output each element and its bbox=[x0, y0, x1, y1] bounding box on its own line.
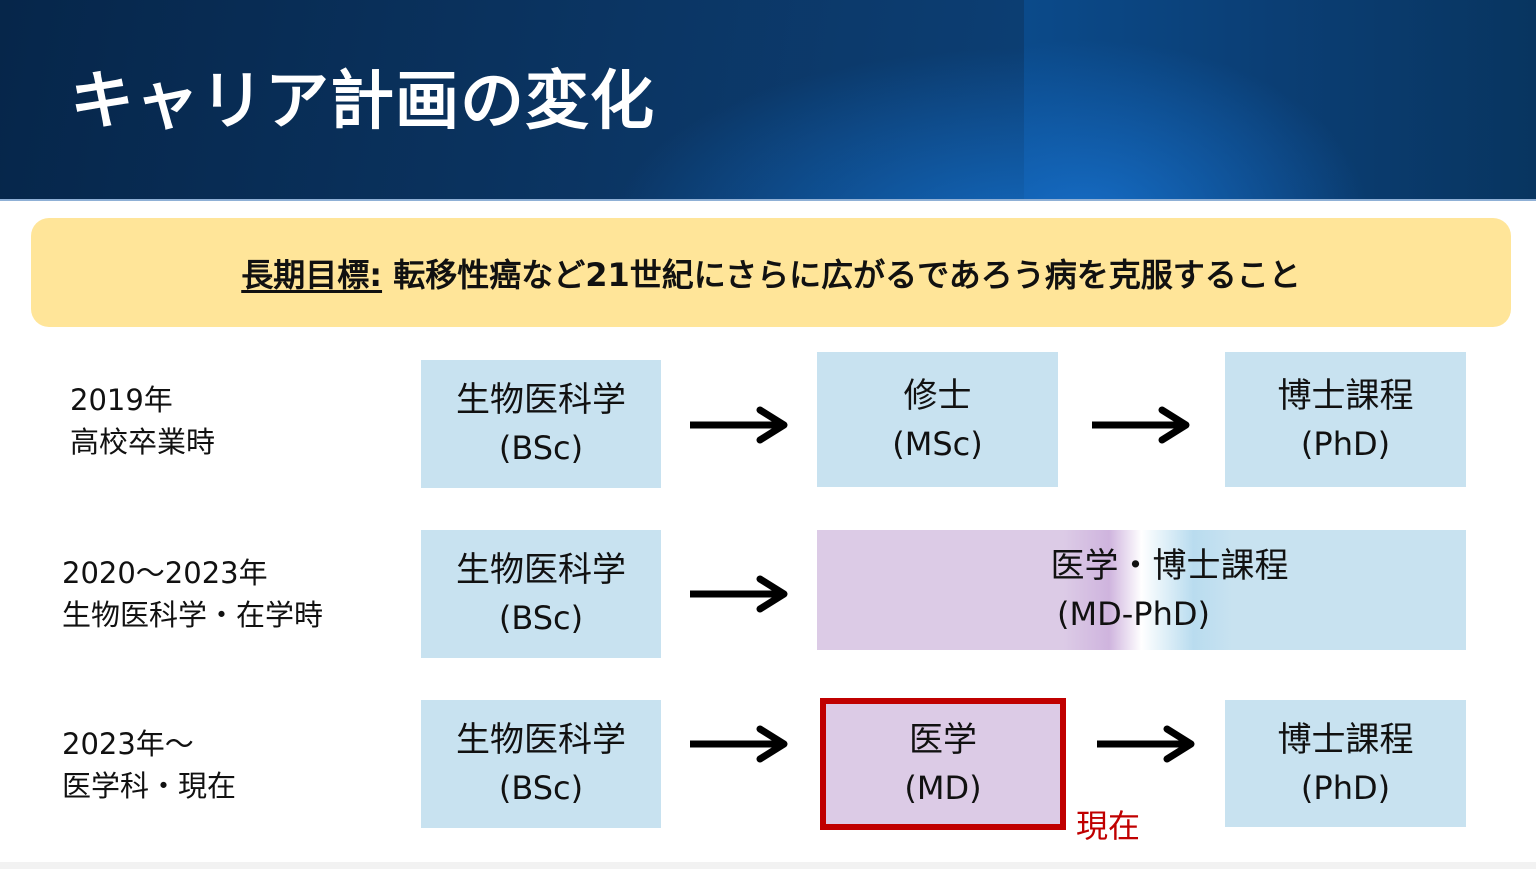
step-abbr: (PhD) bbox=[1300, 424, 1391, 463]
arrow-right-icon bbox=[690, 725, 788, 763]
row-label-stage: 生物医科学・在学時 bbox=[62, 598, 324, 632]
step-title: 博士課程 bbox=[1277, 719, 1414, 760]
step-title: 医学 bbox=[909, 720, 977, 760]
step-bsc: 生物医科学 (BSc) bbox=[421, 530, 661, 658]
step-title: 博士課程 bbox=[1277, 375, 1414, 416]
arrow-right-icon bbox=[690, 575, 788, 613]
row-label-2023: 2023年～ 医学科・現在 bbox=[62, 723, 236, 807]
title-banner: キャリア計画の変化 bbox=[0, 0, 1536, 201]
step-abbr: (BSc) bbox=[498, 429, 584, 467]
step-title: 生物医科学 bbox=[456, 380, 626, 420]
slide-title: キャリア計画の変化 bbox=[70, 65, 655, 139]
long-term-goal-banner: 長期目標: 転移性癌など21世紀にさらに広がるであろう病を克服すること bbox=[31, 218, 1511, 327]
arrow-right-icon bbox=[1092, 406, 1190, 444]
step-phd: 博士課程 (PhD) bbox=[1225, 352, 1466, 487]
row-label-stage: 高校卒業時 bbox=[70, 425, 216, 459]
step-bsc: 生物医科学 (BSc) bbox=[421, 360, 661, 488]
step-bsc: 生物医科学 (BSc) bbox=[421, 700, 661, 828]
row-label-year: 2020～2023年 bbox=[62, 556, 268, 590]
row-label-2019: 2019年 高校卒業時 bbox=[70, 379, 215, 463]
step-title: 医学・博士課程 bbox=[1050, 546, 1289, 586]
step-abbr: (MD) bbox=[904, 769, 982, 807]
title-banner-divider bbox=[0, 199, 1536, 201]
goal-text: 転移性癌など21世紀にさらに広がるであろう病を克服すること bbox=[382, 255, 1301, 294]
step-phd: 博士課程 (PhD) bbox=[1225, 700, 1466, 827]
step-md-current: 医学 (MD) bbox=[820, 698, 1066, 830]
current-marker-label: 現在 bbox=[1076, 807, 1141, 845]
step-title: 生物医科学 bbox=[456, 720, 626, 760]
step-title: 生物医科学 bbox=[456, 550, 626, 590]
row-label-year: 2023年～ bbox=[62, 727, 194, 761]
step-abbr: (BSc) bbox=[498, 769, 584, 807]
step-abbr: (MSc) bbox=[892, 424, 983, 463]
step-md-phd: 医学・博士課程 (MD-PhD) bbox=[817, 530, 1466, 650]
row-label-2020-2023: 2020～2023年 生物医科学・在学時 bbox=[62, 552, 323, 636]
footer-strip bbox=[0, 862, 1536, 869]
arrow-right-icon bbox=[1097, 725, 1195, 763]
arrow-right-icon bbox=[690, 406, 788, 444]
goal-label: 長期目標: bbox=[241, 255, 383, 294]
step-abbr: (BSc) bbox=[498, 599, 584, 637]
step-abbr: (MD-PhD) bbox=[1057, 595, 1210, 633]
title-banner-accent bbox=[1024, 0, 1536, 201]
row-label-year: 2019年 bbox=[70, 383, 173, 417]
step-abbr: (PhD) bbox=[1300, 768, 1391, 807]
row-label-stage: 医学科・現在 bbox=[62, 769, 237, 803]
step-msc: 修士 (MSc) bbox=[817, 352, 1058, 487]
step-title: 修士 bbox=[903, 375, 972, 416]
